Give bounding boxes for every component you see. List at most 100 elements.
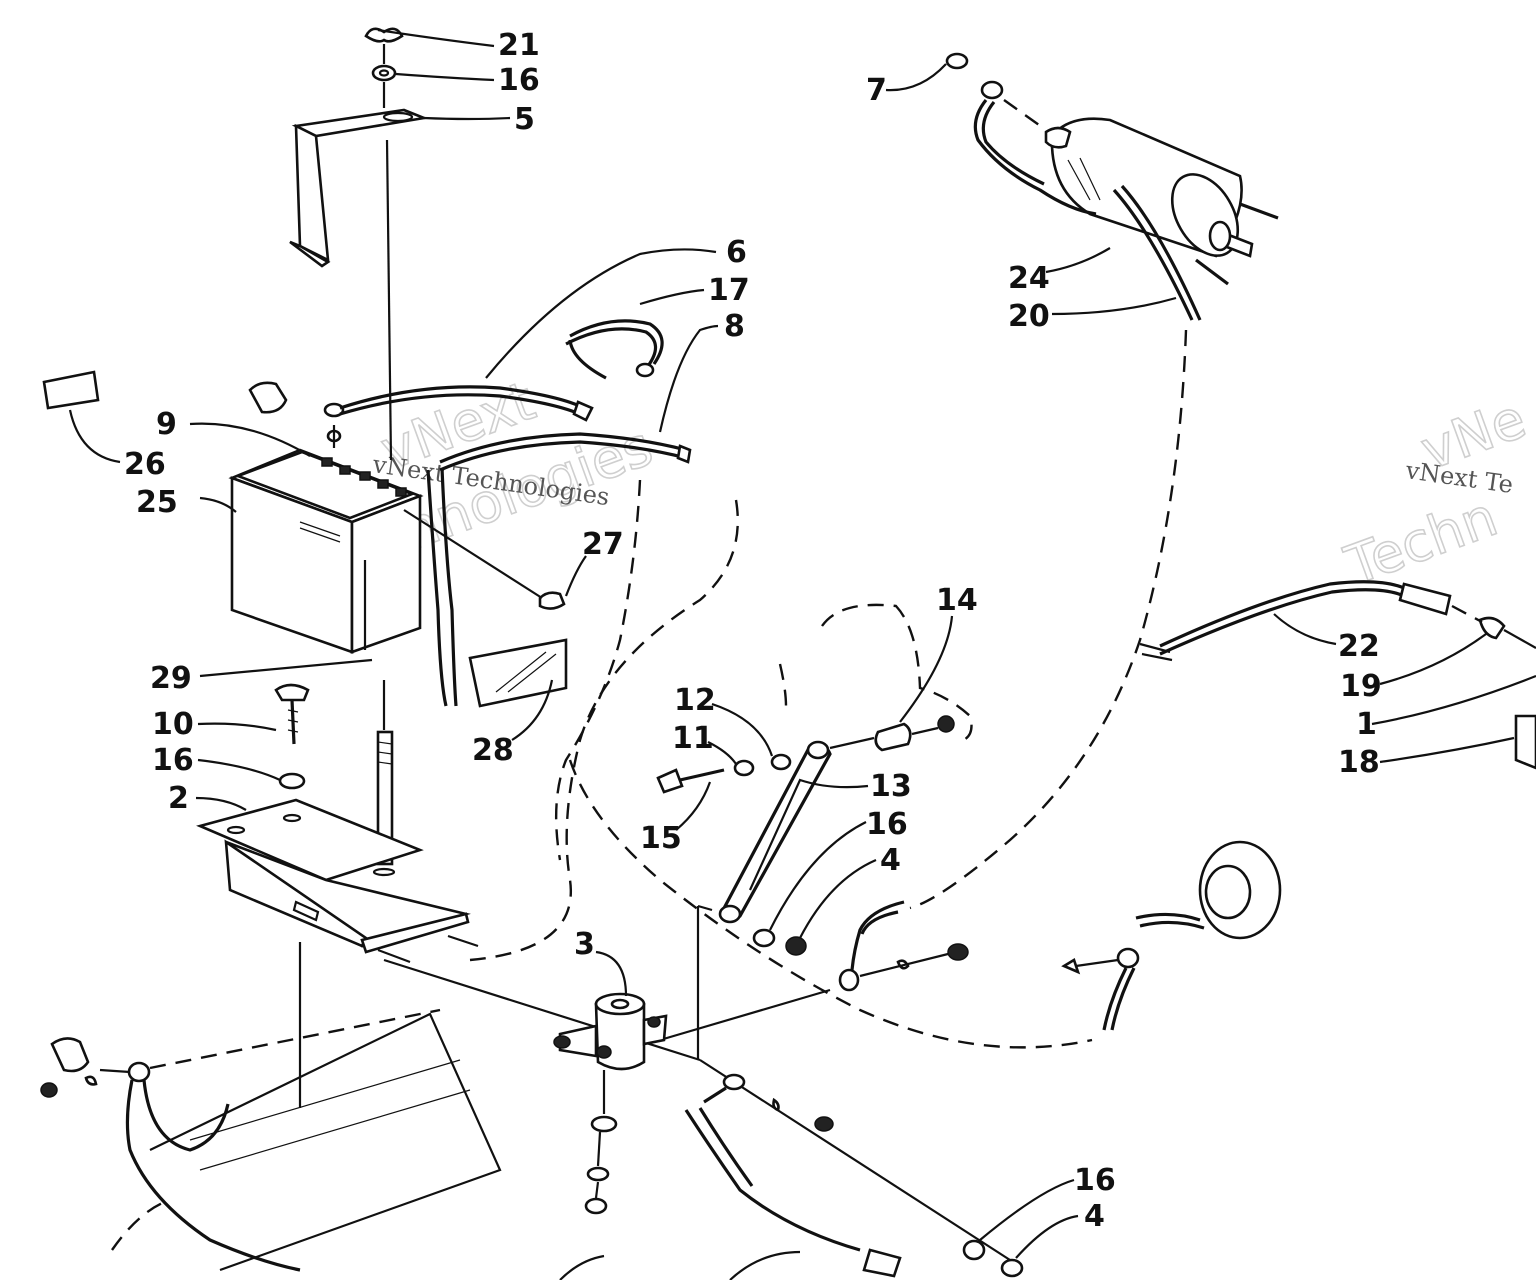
callout-13: 13 [870,769,912,804]
ring-terminal [722,1073,746,1091]
nut [814,1116,834,1132]
callout-17: 17 [708,273,750,308]
starter-cable-20 [850,900,905,971]
callout-5: 5 [514,102,535,137]
callout-28: 28 [472,733,514,768]
washer-11 [733,759,755,777]
centerline [859,952,949,978]
washer-16-mid [278,772,306,790]
solenoid-3 [553,992,668,1071]
callout-3: 3 [574,927,595,962]
battery-tray-2 [196,798,479,964]
callout-10: 10 [152,707,194,742]
washer-16-top [371,64,397,82]
switch-19 [1451,604,1536,649]
vent-tube [426,469,448,707]
frame-outline [778,663,788,707]
starter-motor-24 [1044,117,1279,321]
frame-line [697,904,713,912]
callout-9: 9 [156,407,177,442]
callout-22: 22 [1338,629,1380,664]
leader-lines [68,28,1536,1259]
starter-cable-7 [945,52,1097,216]
horn-ground-wire [1061,947,1140,1031]
part-18 [1514,714,1536,770]
callout-19: 19 [1340,669,1382,704]
callout-25: 25 [136,485,178,520]
callout-26: 26 [124,447,166,482]
callout-21: 21 [498,28,540,63]
bushing-14 [874,722,912,752]
callout-4: 4 [1084,1199,1105,1234]
callout-4: 4 [880,843,901,878]
harness-lower [559,1107,902,1280]
callout-15: 15 [640,821,682,856]
bolt-15 [656,768,725,794]
clip-27 [538,591,566,610]
battery-strap-17 [565,319,664,380]
callout-24: 24 [1008,261,1050,296]
battery-cable-8 [439,432,692,472]
callout-6: 6 [726,235,747,270]
washer-12 [770,753,792,771]
callout-8: 8 [724,309,745,344]
battery-25 [228,448,424,654]
leader [403,509,543,599]
washer [590,1115,618,1133]
terminal-cover-26 [42,370,100,410]
battery-cable-6 [248,381,594,422]
ground-strap-13 [718,740,832,924]
washer-16-bottom [962,1239,986,1261]
callout-2: 2 [168,781,189,816]
vent-tube [440,467,458,707]
nut [947,943,969,961]
callout-1: 1 [1356,707,1377,742]
callout-16: 16 [866,807,908,842]
nut [584,1197,608,1215]
starter-cable-20 [860,910,899,935]
frame-line [383,958,701,1062]
callout-7: 7 [866,73,887,108]
bolt-10 [274,683,310,745]
centerline [596,1131,602,1167]
ring-terminal [838,968,860,992]
battery-bracket-5 [289,108,429,268]
routing-line [469,499,739,962]
callout-16: 16 [152,743,194,778]
callout-16: 16 [498,63,540,98]
routing-line [554,479,642,861]
callout-27: 27 [582,527,624,562]
callout-14: 14 [936,583,978,618]
callout-labels: 21 16 5 6 17 8 9 26 25 27 29 10 16 2 28 … [124,28,1382,1234]
routing-line [568,759,1093,1049]
horn [1135,840,1282,940]
callout-18: 18 [1338,745,1380,780]
washer-16-strap [752,928,776,948]
frame-line [699,1059,1011,1261]
wire [703,1086,727,1104]
washer [586,1166,610,1182]
centerline [385,139,393,461]
nut-4-strap [785,936,807,956]
callout-29: 29 [150,661,192,696]
threaded-rod [376,730,394,866]
ground-cable-left [40,1037,301,1272]
nut-4-bottom [1000,1258,1024,1278]
centerline [594,1181,600,1199]
harness-22 [1139,580,1452,662]
callout-16: 16 [1074,1163,1116,1198]
bushing-end [937,715,955,733]
pad-28 [468,638,568,708]
frame-outline [821,603,973,744]
centerline [829,736,875,750]
callout-11: 11 [672,721,714,756]
routing-line [909,329,1188,910]
centerline [911,726,939,736]
watermark-right-small: vNext Te [1403,456,1515,499]
callout-20: 20 [1008,299,1050,334]
callout-12: 12 [674,683,716,718]
engine-outline [111,1008,502,1272]
lockwasher [772,1097,780,1112]
